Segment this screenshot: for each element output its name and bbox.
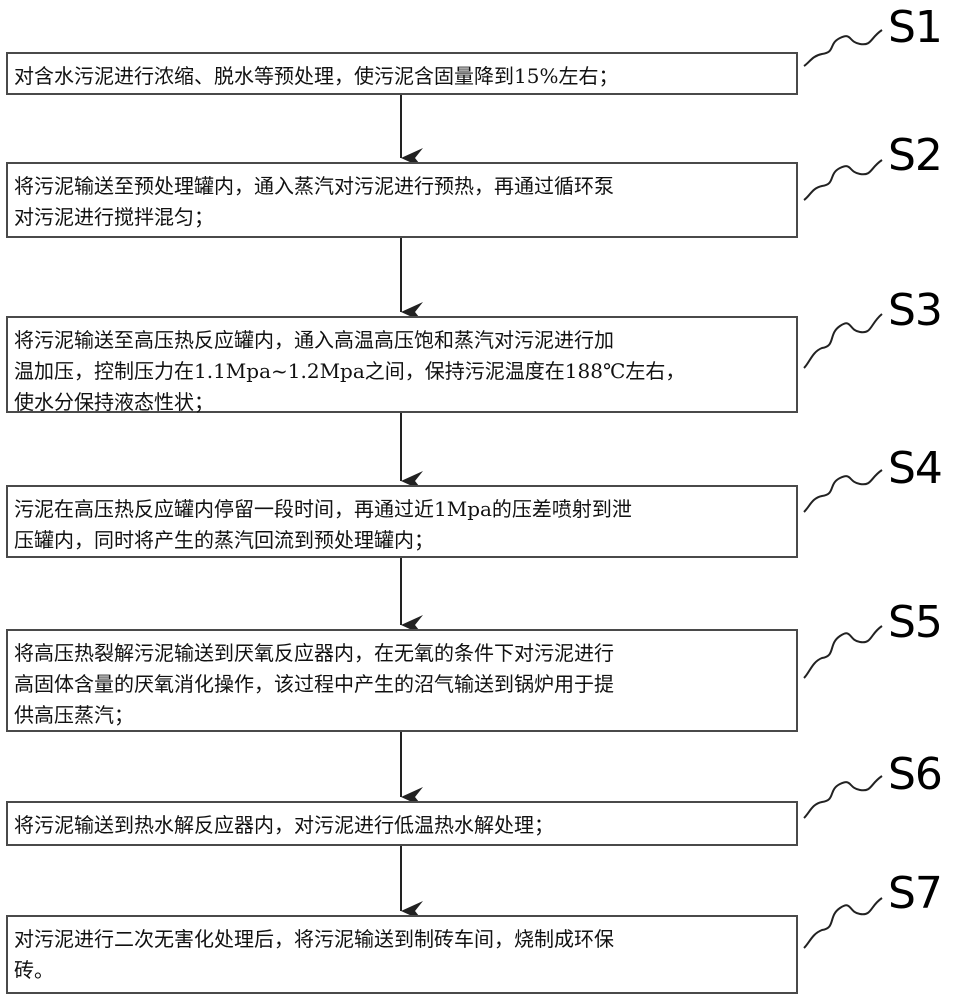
leader-line-s2 [803,159,883,201]
leader-line-s7 [803,897,883,949]
step-label-s2: S2 [888,130,943,181]
step-label-s7: S7 [888,868,943,919]
step-box-s2: 将污泥输送至预处理罐内，通入蒸汽对污泥进行预热，再通过循环泵 对污泥进行搅拌混匀… [6,162,798,238]
step-label-s1: S1 [888,2,943,53]
step-label-s5: S5 [888,597,943,648]
leader-line-s3 [803,313,883,369]
step-box-s6: 将污泥输送到热水解反应器内，对污泥进行低温热水解处理； [6,801,798,846]
leader-line-s5 [803,625,883,679]
step-box-s1: 对含水污泥进行浓缩、脱水等预处理，使污泥含固量降到15%左右； [6,52,798,95]
leader-line-s4 [803,469,883,513]
step-box-s5: 将高压热裂解污泥输送到厌氧反应器内，在无氧的条件下对污泥进行 高固体含量的厌氧消… [6,629,798,732]
step-box-s3: 将污泥输送至高压热反应罐内，通入高温高压饱和蒸汽对污泥进行加 温加压，控制压力在… [6,316,798,414]
leader-line-s6 [803,775,883,819]
step-box-s7: 对污泥进行二次无害化处理后，将污泥输送到制砖车间，烧制成环保 砖。 [6,915,798,994]
step-label-s6: S6 [888,749,943,800]
step-label-s3: S3 [888,285,943,336]
leader-line-s1 [803,29,883,67]
step-label-s4: S4 [888,443,943,494]
step-box-s4: 污泥在高压热反应罐内停留一段时间，再通过近1Mpa的压差喷射到泄 压罐内，同时将… [6,485,798,558]
